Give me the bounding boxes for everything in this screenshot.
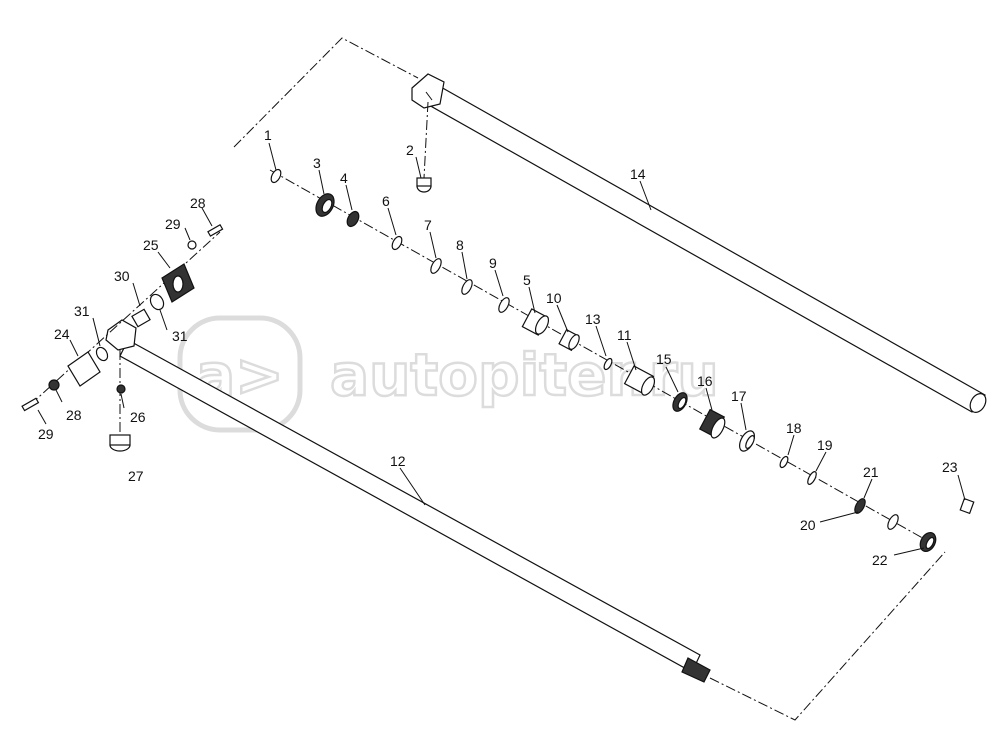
part-21-o-ring <box>887 514 899 530</box>
part-16-piston <box>698 408 726 439</box>
part-17-ring <box>739 430 755 452</box>
label-18: 18 <box>786 420 802 436</box>
label-20: 20 <box>800 517 816 533</box>
part-6-o-ring <box>391 235 403 251</box>
part-11-sleeve <box>623 365 656 396</box>
part-13-o-ring <box>603 357 613 371</box>
label-30: 30 <box>114 268 130 284</box>
label-25: 25 <box>143 237 159 253</box>
label-2: 2 <box>406 142 414 158</box>
part-14-cylinder-barrel <box>411 73 987 413</box>
label-31-right: 31 <box>172 328 188 344</box>
label-23: 23 <box>942 459 958 475</box>
part-22-nut <box>919 531 937 553</box>
part-26-washer <box>116 384 126 394</box>
label-24: 24 <box>54 326 70 342</box>
label-8: 8 <box>456 237 464 253</box>
part-31-o-ring-upper <box>149 293 165 311</box>
label-17: 17 <box>731 388 747 404</box>
part-31-o-ring-lower <box>95 346 109 362</box>
label-13: 13 <box>585 311 601 327</box>
label-29-lower: 29 <box>38 426 54 442</box>
part-9-o-ring <box>498 297 510 313</box>
watermark-text: autopiter.ru <box>330 341 719 409</box>
label-27: 27 <box>128 468 144 484</box>
label-14: 14 <box>630 166 646 182</box>
label-6: 6 <box>382 193 390 209</box>
label-31-left: 31 <box>74 303 90 319</box>
part-4-ring <box>346 210 360 228</box>
leader-lines <box>37 142 966 556</box>
part-27-plug <box>109 434 131 452</box>
part-29-bolt-lower <box>21 397 40 412</box>
label-15: 15 <box>656 351 672 367</box>
label-28-lower: 28 <box>66 407 82 423</box>
part-23-screw <box>959 497 975 515</box>
assembly-axis-line <box>269 169 936 546</box>
label-26: 26 <box>130 409 146 425</box>
part-25-flange <box>161 263 195 303</box>
label-1: 1 <box>264 127 272 143</box>
part-19-o-ring <box>807 471 817 485</box>
callout-labels: 1 2 3 4 6 7 8 9 5 10 13 11 14 15 16 17 1… <box>38 127 958 568</box>
label-7: 7 <box>424 217 432 233</box>
part-2-axis-line <box>423 101 429 179</box>
part-24-flange-cover <box>67 351 101 387</box>
label-19: 19 <box>817 437 833 453</box>
part-28-washer-upper <box>187 240 197 250</box>
label-12: 12 <box>390 453 406 469</box>
label-22: 22 <box>872 552 888 568</box>
head-axis-line <box>29 231 221 406</box>
part-30-fitting <box>131 308 151 328</box>
part-3-seal <box>315 193 335 217</box>
label-5: 5 <box>523 272 531 288</box>
part-29-bolt-upper <box>207 223 224 237</box>
label-29-upper: 29 <box>165 216 181 232</box>
part-28-washer-lower <box>48 379 60 391</box>
label-11: 11 <box>617 327 632 343</box>
part-5-bushing <box>521 308 550 336</box>
label-4: 4 <box>340 170 348 186</box>
part-2-plug <box>416 177 432 193</box>
label-28-upper: 28 <box>190 195 206 211</box>
label-16: 16 <box>697 373 713 389</box>
part-12-piston-rod <box>105 319 711 683</box>
part-18-o-ring <box>779 455 789 469</box>
part-8-o-ring <box>461 279 473 295</box>
part-15-piston-seal <box>672 392 688 412</box>
label-21: 21 <box>863 464 879 480</box>
part-7-o-ring <box>430 258 442 274</box>
part-20-ring <box>854 498 866 514</box>
label-9: 9 <box>489 255 497 271</box>
assembly-frame-lines <box>233 37 946 721</box>
part-10-sleeve <box>558 328 580 352</box>
label-3: 3 <box>313 155 321 171</box>
part-1-o-ring <box>270 168 282 184</box>
label-10: 10 <box>546 290 562 306</box>
